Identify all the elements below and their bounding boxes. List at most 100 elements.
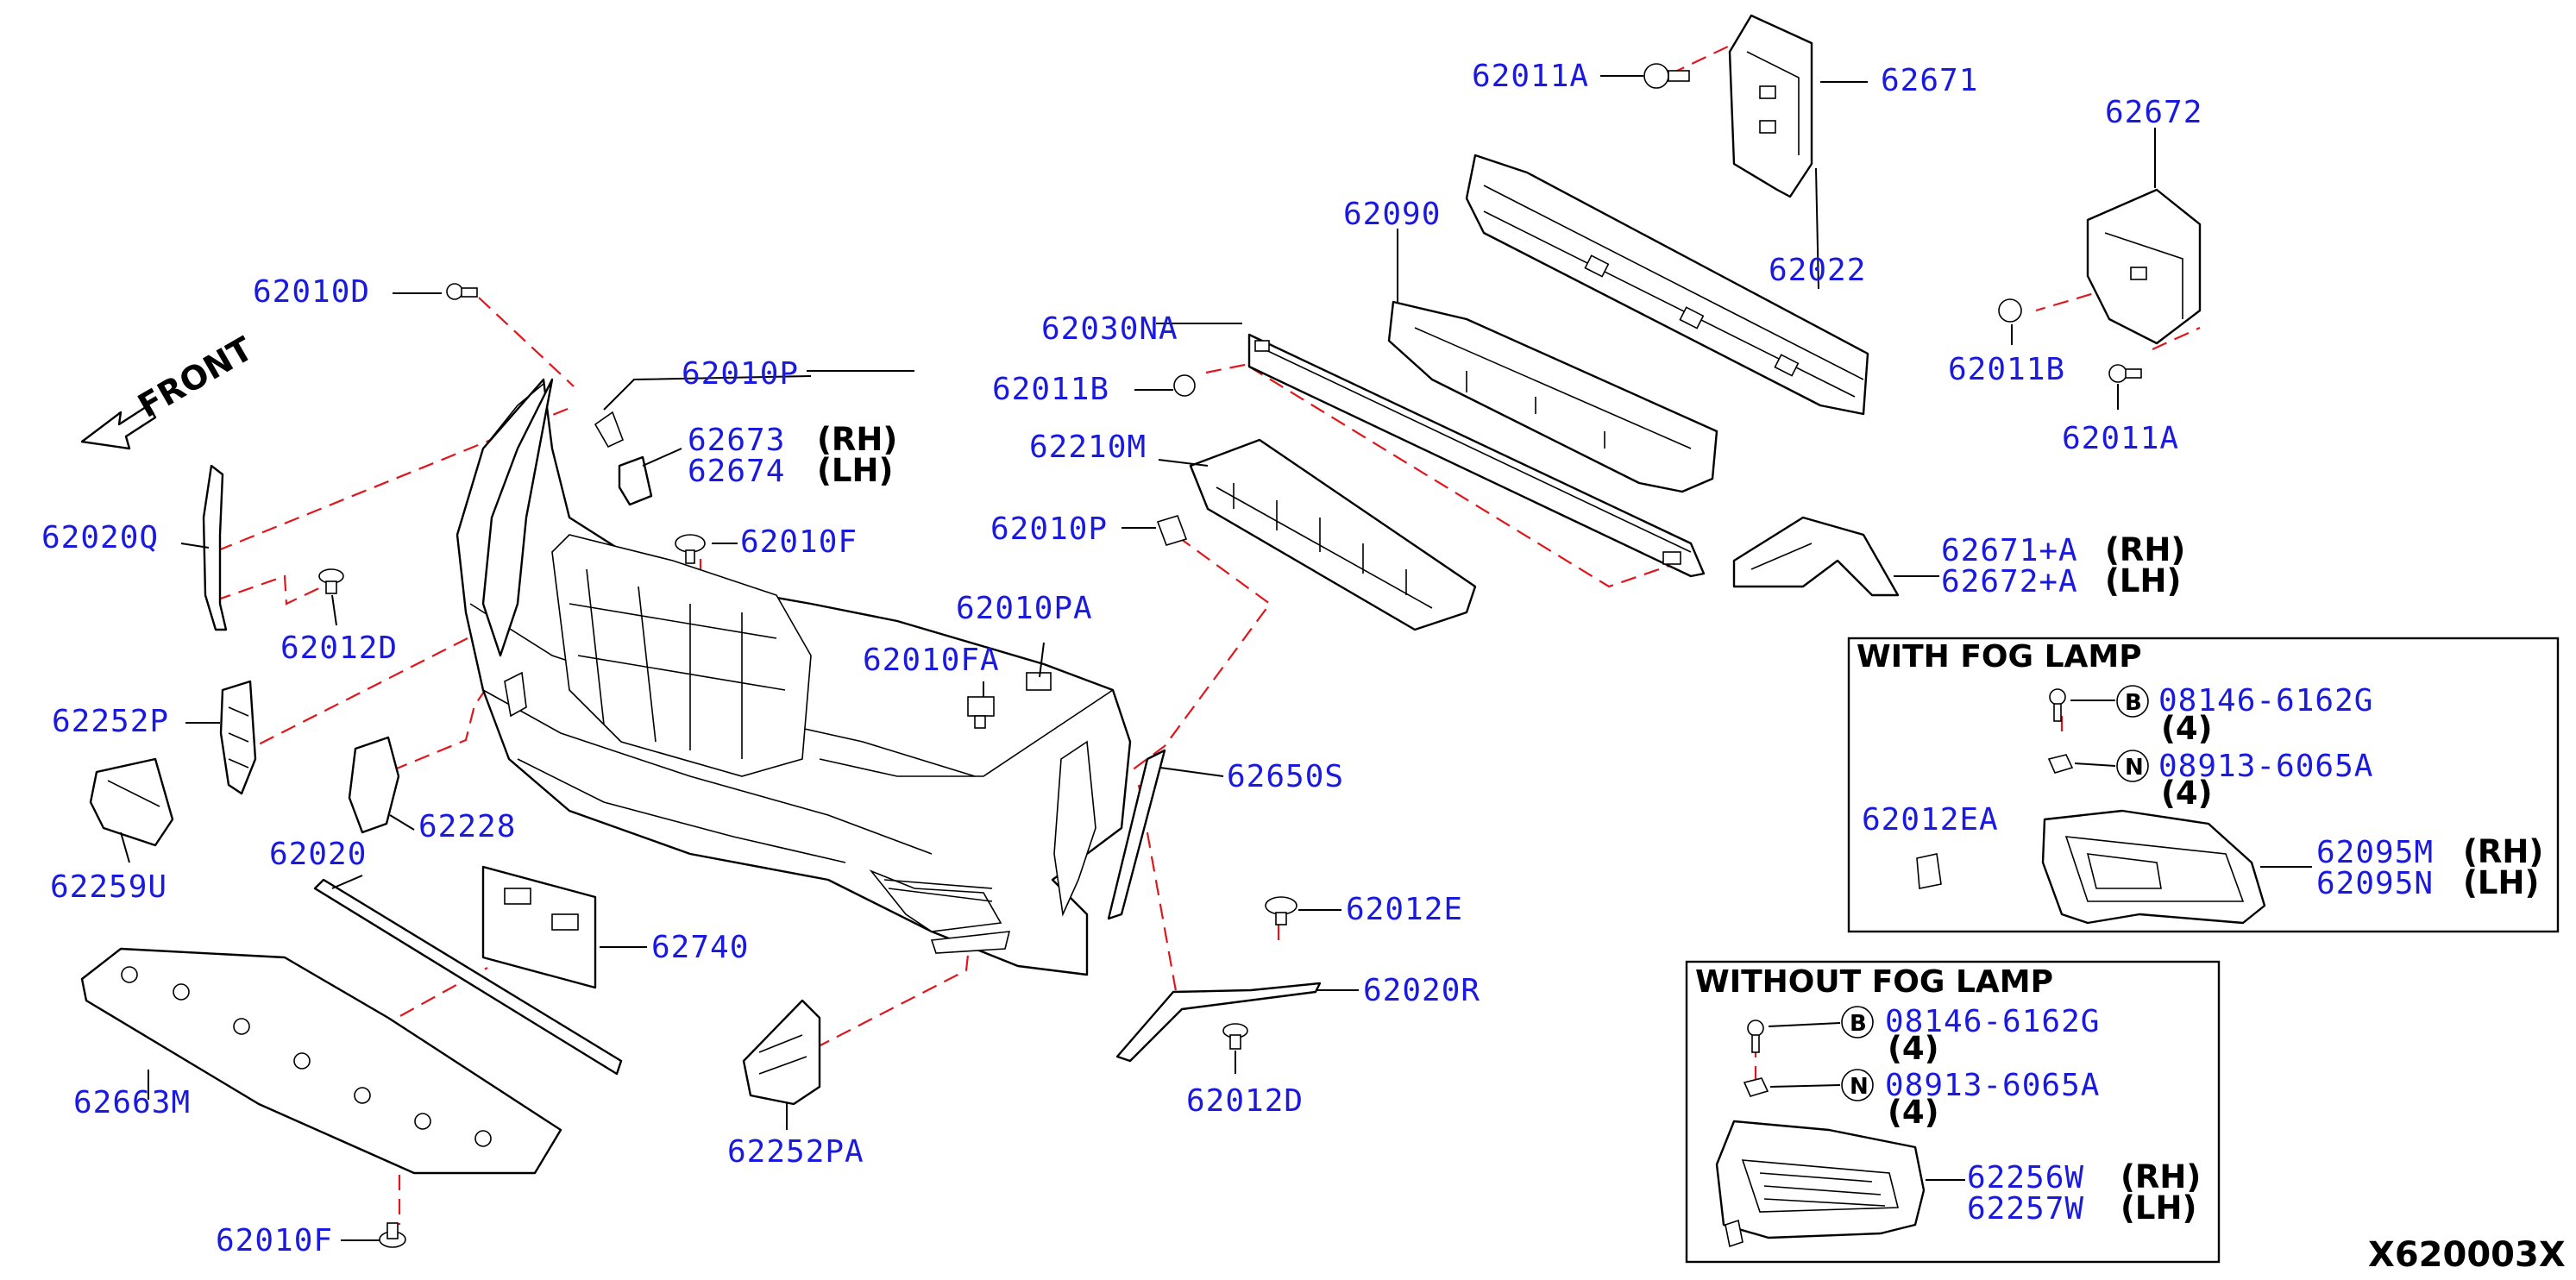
- nofog-cover-lh-side: (LH): [2120, 1189, 2196, 1227]
- label-62090[interactable]: 62090: [1343, 197, 1441, 232]
- label-62011A-right[interactable]: 62011A: [2062, 421, 2179, 456]
- bolt-symbol-letter: B: [2125, 690, 2142, 716]
- fog-clip-part[interactable]: 62012EA: [1862, 802, 1999, 838]
- label-62663M[interactable]: 62663M: [73, 1085, 191, 1120]
- nofog-nut-icon: [1743, 1077, 1769, 1097]
- nut-62011B-right: [1998, 298, 2022, 323]
- license-plate-bracket-62740: [481, 865, 597, 989]
- fog-lamp-rh-side: (RH): [2463, 833, 2543, 870]
- label-62012E[interactable]: 62012E: [1346, 892, 1463, 927]
- bracket-62673-62674: [618, 455, 653, 506]
- label-62010P-top[interactable]: 62010P: [682, 356, 799, 392]
- undercover-62663M: [80, 947, 562, 1175]
- label-62672[interactable]: 62672: [2105, 95, 2202, 130]
- fog-lamp-housing: [2041, 809, 2266, 925]
- clip-62010P-top: [594, 411, 625, 449]
- fog-cover: [1715, 1120, 1926, 1248]
- reinforcement-62030NA: [1247, 333, 1706, 578]
- clip-62010F-bottom: [379, 1222, 406, 1248]
- label-62671A[interactable]: 62671+A: [1941, 533, 2078, 568]
- nofog-bolt-icon: [1747, 1020, 1764, 1053]
- label-62010PA[interactable]: 62010PA: [956, 591, 1093, 626]
- bracket-62671: [1728, 14, 1813, 198]
- label-62673[interactable]: 62673: [688, 423, 785, 458]
- label-62671A-rh: (RH): [2105, 531, 2185, 568]
- fog-nut-part[interactable]: 08913-6065A: [2158, 749, 2373, 784]
- label-62010F-top[interactable]: 62010F: [740, 524, 858, 560]
- clip-62010F-top: [675, 534, 706, 564]
- nut-symbol-letter: N: [2125, 755, 2144, 781]
- nofog-nut-symbol-circle: [1841, 1069, 1874, 1101]
- label-62012D-bottom[interactable]: 62012D: [1186, 1083, 1304, 1119]
- retainer-62650S: [1107, 749, 1166, 920]
- bracket-62671A: [1732, 516, 1900, 597]
- label-62020R[interactable]: 62020R: [1363, 973, 1480, 1008]
- label-62674[interactable]: 62674: [688, 454, 785, 489]
- label-62011B-left[interactable]: 62011B: [992, 372, 1109, 407]
- duct-62259U: [89, 757, 174, 847]
- cap-62228: [348, 736, 400, 834]
- label-62252PA[interactable]: 62252PA: [727, 1134, 864, 1170]
- bolt-symbol-circle: [2116, 685, 2149, 718]
- fog-lamp-rh[interactable]: 62095M: [2316, 835, 2434, 870]
- fog-nut-qty: (4): [2161, 775, 2213, 812]
- without-fog-lamp-box: WITHOUT FOG LAMP B 08146-6162G (4) N 089…: [1685, 960, 2221, 1264]
- nofog-cover-lh[interactable]: 62257W: [1967, 1191, 2084, 1227]
- nofog-nut-qty: (4): [1888, 1094, 1939, 1131]
- with-fog-lamp-title: WITH FOG LAMP: [1857, 639, 2142, 675]
- bolt-62011A-right: [2108, 364, 2142, 383]
- fog-bolt-qty: (4): [2161, 710, 2213, 747]
- bezel-62252P: [219, 680, 257, 795]
- fog-nut-icon: [2047, 754, 2074, 774]
- label-62673-rh: (RH): [817, 421, 897, 458]
- label-62671[interactable]: 62671: [1881, 63, 1978, 98]
- label-62010FA[interactable]: 62010FA: [863, 643, 1000, 678]
- side-molding-62020R: [1115, 982, 1322, 1063]
- with-fog-lamp-box: WITH FOG LAMP B 08146-6162G (4) N 08913-…: [1847, 637, 2560, 933]
- label-62022[interactable]: 62022: [1769, 253, 1866, 288]
- nofog-cover-rh-side: (RH): [2120, 1158, 2201, 1195]
- nofog-bolt-part[interactable]: 08146-6162G: [1885, 1004, 2100, 1039]
- side-molding-62020Q: [202, 464, 228, 631]
- label-62020Q[interactable]: 62020Q: [41, 520, 159, 555]
- absorber-62090: [1387, 300, 1718, 493]
- label-62672A-lh: (LH): [2105, 562, 2181, 599]
- bolt-62011A-top: [1643, 63, 1690, 89]
- clip-62012D-bottom: [1222, 1023, 1248, 1050]
- label-62228[interactable]: 62228: [418, 809, 516, 844]
- label-62012D-left[interactable]: 62012D: [280, 631, 398, 666]
- without-fog-lamp-title: WITHOUT FOG LAMP: [1695, 964, 2053, 1000]
- label-62020[interactable]: 62020: [269, 837, 367, 872]
- label-62010F-bottom[interactable]: 62010F: [216, 1223, 333, 1258]
- fascia-left-wing: [481, 378, 554, 657]
- fog-lamp-lh-side: (LH): [2463, 864, 2539, 901]
- diagram-code: X620003X: [2368, 1235, 2566, 1275]
- nofog-cover-rh[interactable]: 62256W: [1967, 1160, 2084, 1195]
- label-62210M[interactable]: 62210M: [1029, 430, 1147, 465]
- clip-62010FA: [967, 696, 995, 729]
- label-62011B-right[interactable]: 62011B: [1948, 352, 2065, 387]
- label-62259U[interactable]: 62259U: [50, 869, 167, 905]
- label-62674-lh: (LH): [817, 452, 893, 489]
- bezel-62252PA: [742, 999, 821, 1106]
- nofog-nut-symbol-letter: N: [1850, 1074, 1869, 1100]
- label-62011A-top[interactable]: 62011A: [1472, 59, 1589, 94]
- bracket-62672: [2086, 188, 2202, 345]
- fog-lamp-lh[interactable]: 62095N: [2316, 866, 2434, 901]
- front-label: FRONT: [132, 329, 260, 425]
- label-62650S[interactable]: 62650S: [1227, 759, 1344, 794]
- nofog-nut-part[interactable]: 08913-6065A: [1885, 1068, 2100, 1103]
- fog-clip-icon: [1916, 853, 1942, 889]
- clip-62010P-mid: [1156, 515, 1188, 546]
- label-62010P-mid[interactable]: 62010P: [990, 511, 1108, 547]
- clip-62010D: [446, 283, 478, 300]
- fog-bolt-part[interactable]: 08146-6162G: [2158, 683, 2373, 718]
- fog-bolt-icon: [2049, 688, 2066, 722]
- label-62030NA[interactable]: 62030NA: [1041, 311, 1178, 347]
- clip-62010PA: [1026, 672, 1052, 691]
- label-62672A[interactable]: 62672+A: [1941, 564, 2078, 599]
- label-62010D[interactable]: 62010D: [253, 274, 370, 310]
- label-62740[interactable]: 62740: [651, 930, 749, 965]
- label-62252P[interactable]: 62252P: [52, 704, 169, 739]
